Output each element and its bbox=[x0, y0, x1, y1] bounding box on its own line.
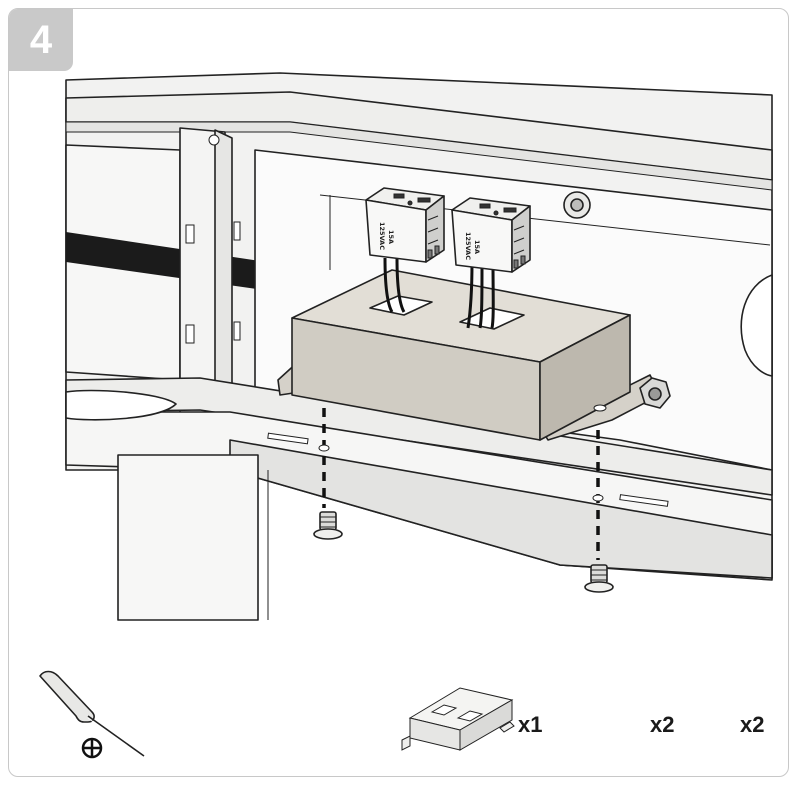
step-number-badge: 4 bbox=[9, 9, 73, 71]
outlet-box-installed bbox=[277, 257, 671, 441]
receptacle-1-rating: 125VAC bbox=[378, 222, 386, 250]
outlet-box-part-icon bbox=[401, 687, 515, 751]
receptacle-1-amp: 15A bbox=[387, 230, 395, 244]
screw-right bbox=[584, 564, 614, 593]
receptacle-2-rating: 125VAC bbox=[464, 232, 472, 260]
receptacle-2-amp: 15A bbox=[473, 240, 481, 254]
screw-quantity: x2 bbox=[740, 712, 765, 737]
outlet-receptacle-2: 125VAC 15A bbox=[451, 197, 531, 273]
screw-left bbox=[313, 511, 343, 540]
phillips-head-icon bbox=[81, 737, 103, 759]
outlet-receptacle-quantity: x2 bbox=[650, 712, 675, 737]
screwdriver-icon bbox=[39, 670, 145, 759]
outlet-receptacle-1: 125VAC 15A bbox=[365, 187, 445, 263]
outlet-box-quantity: x1 bbox=[518, 712, 543, 737]
